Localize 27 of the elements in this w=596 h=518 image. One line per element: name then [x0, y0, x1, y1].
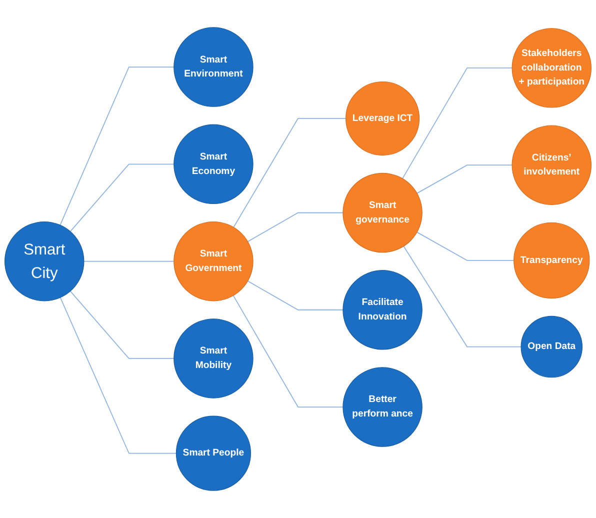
connector [232, 295, 344, 408]
connector [402, 68, 512, 180]
node-circle: Smart Environment [174, 27, 254, 107]
connector [233, 118, 346, 228]
node-circle: Facilitate Innovation [342, 270, 422, 350]
node-circle: Open Data [520, 316, 583, 378]
connector [247, 212, 344, 242]
node-circle: Smart City [4, 221, 84, 302]
connector [70, 290, 174, 359]
connector [403, 246, 522, 348]
node-circle: Transparency [514, 222, 590, 299]
connector [60, 66, 174, 226]
node-circle: Smart Government [174, 221, 254, 302]
node-circle: Better perform ance [342, 367, 422, 447]
connector [416, 232, 514, 261]
connector [84, 260, 174, 262]
node-circle: Smart Economy [174, 124, 254, 204]
node-circle: Leverage ICT [346, 81, 420, 156]
node-circle: Citizens’ involvement [512, 125, 592, 205]
connector [60, 297, 177, 454]
connector [247, 280, 344, 310]
node-circle: Smart Mobility [174, 318, 254, 398]
connector [416, 164, 512, 194]
node-circle: Stakeholders collaboration + participation [512, 28, 592, 108]
node-circle: Smart governance [342, 172, 422, 253]
node-circle: Smart People [176, 416, 252, 491]
connector [70, 164, 174, 232]
